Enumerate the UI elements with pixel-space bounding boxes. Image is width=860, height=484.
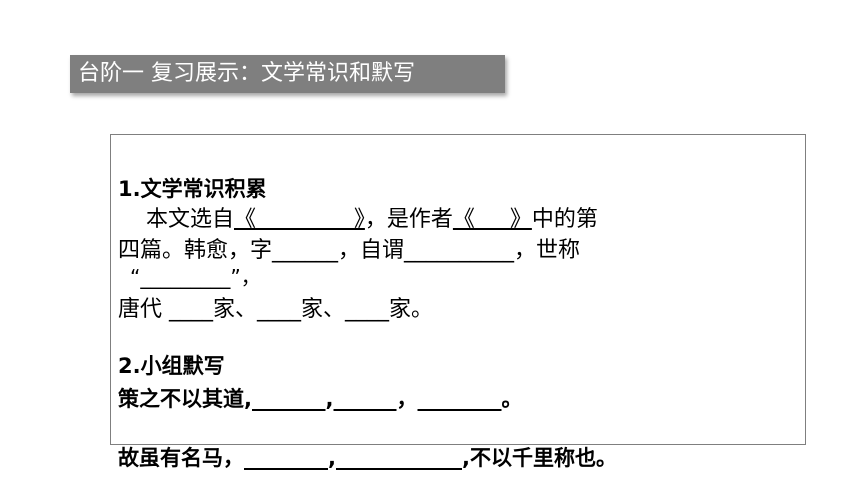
literary-knowledge-heading: 1.文学常识积累 [118,177,267,201]
literary-knowledge-line-1: 本文选自《 》，是作者《 》中的第 [118,201,598,233]
line1-part-a: 本文选自 [118,207,234,232]
content-box [110,134,806,445]
dictation-line-2: 故虽有名马，________,____________,不以千里称也。 [118,446,617,470]
dictation-line-1: 策之不以其道,_______,______，________。 [118,387,523,411]
section-title-bar: 台阶一 复习展示：文学常识和默写 [70,55,505,93]
line1-blank-work: 《 》 [452,207,532,232]
section-title: 台阶一 复习展示：文学常识和默写 [78,61,415,86]
literary-knowledge-line-3: “_________”， [130,265,261,289]
line1-blank-book: 《 》 [233,207,365,232]
literary-knowledge-line-2: 四篇。韩愈，字______，自谓__________，世称 [118,238,581,263]
line1-part-e: 中的第 [531,207,598,232]
line1-part-c: ，是作者 [364,207,453,232]
dictation-heading: 2.小组默写 [118,354,225,378]
literary-knowledge-line-4: 唐代 ____家、____家、____家。 [118,297,433,322]
